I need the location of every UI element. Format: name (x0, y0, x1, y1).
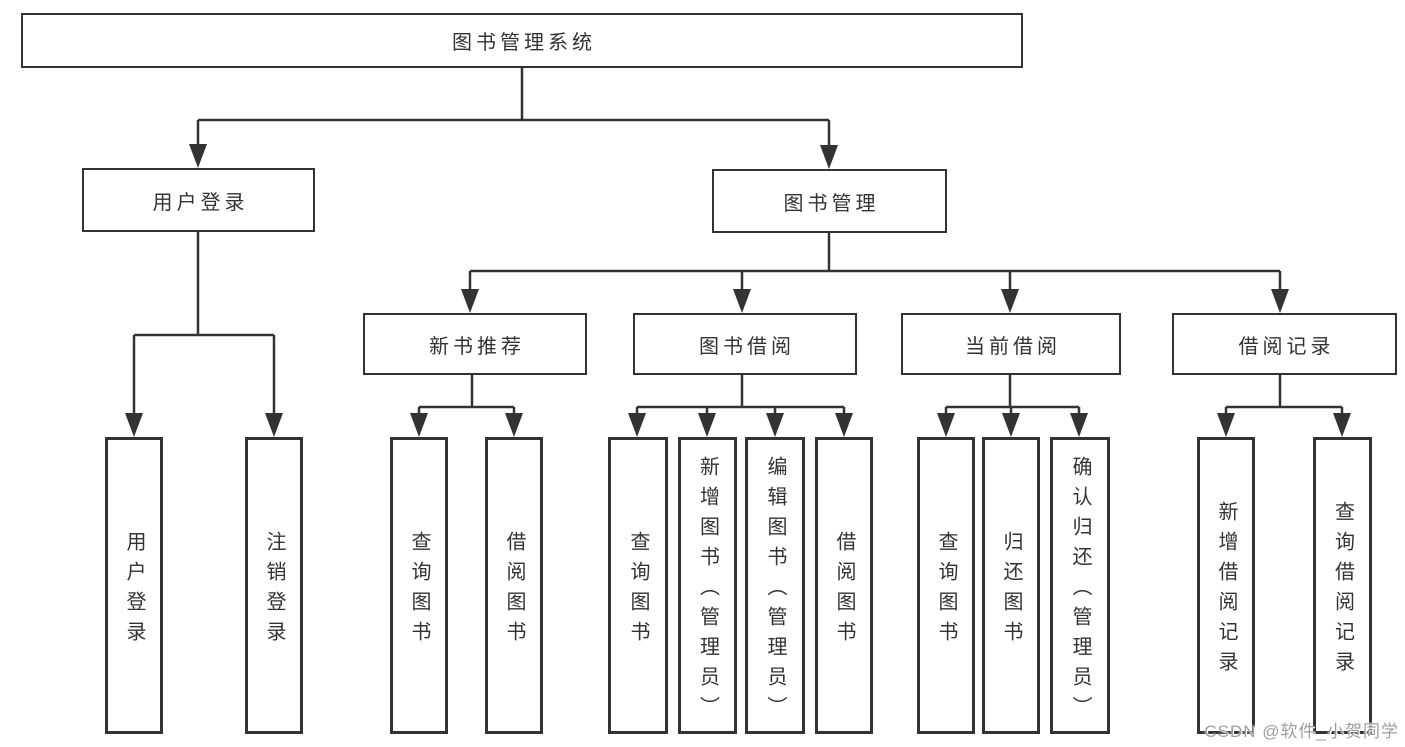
node-label: 查询图书 (627, 530, 649, 651)
node-label: 图书借阅 (699, 335, 795, 358)
node-borrow-book: 借阅图书 (815, 437, 873, 734)
node-query-borrow-record: 查询借阅记录 (1313, 437, 1372, 734)
node-confirm-return-admin: 确认归还（管理员） (1050, 437, 1110, 734)
node-label: 用户登录 (123, 530, 145, 651)
node-query-book-recommend: 查询图书 (390, 437, 448, 734)
node-book-borrowing: 图书借阅 (633, 313, 857, 375)
node-label: 用户登录 (152, 191, 249, 214)
connector-book-borrowing-to-leaves (628, 375, 853, 437)
node-book-management: 图书管理 (712, 169, 947, 233)
connector-book-management-to-level3 (461, 233, 1289, 313)
node-label: 新增图书（管理员） (696, 455, 719, 726)
node-label: 借阅图书 (503, 530, 525, 651)
node-new-book-recommend: 新书推荐 (363, 313, 587, 375)
node-add-borrow-record: 新增借阅记录 (1197, 437, 1255, 734)
node-edit-book-admin: 编辑图书（管理员） (745, 437, 805, 734)
node-current-borrowing: 当前借阅 (901, 313, 1121, 375)
node-user-login-action: 用户登录 (105, 437, 163, 734)
connector-user-login-to-leaves (125, 232, 283, 437)
node-label: 图书管理系统 (452, 32, 596, 54)
node-add-book-admin: 新增图书（管理员） (678, 437, 737, 734)
connector-current-borrowing-to-leaves (937, 375, 1088, 437)
node-label: 查询图书 (935, 530, 957, 651)
node-return-book: 归还图书 (982, 437, 1040, 734)
watermark: CSDN @软件_小贺同学 (1204, 722, 1399, 741)
node-label: 查询图书 (408, 530, 430, 651)
node-logout: 注销登录 (245, 437, 303, 734)
node-label: 编辑图书（管理员） (764, 455, 786, 726)
node-label: 借阅记录 (1238, 335, 1335, 358)
connector-new-book-recommend-to-leaves (410, 375, 523, 437)
node-label: 注销登录 (263, 530, 285, 651)
connector-root-to-level2 (189, 68, 838, 169)
node-label: 确认归还（管理员） (1069, 455, 1091, 726)
node-label: 新增借阅记录 (1215, 500, 1237, 681)
node-label: 查询借阅记录 (1331, 500, 1354, 681)
node-label: 归还图书 (1000, 530, 1022, 651)
node-label: 新书推荐 (429, 335, 525, 358)
node-label: 图书管理 (783, 192, 880, 215)
node-user-login: 用户登录 (82, 168, 315, 232)
node-label: 借阅图书 (833, 530, 855, 651)
node-borrow-book-recommend: 借阅图书 (485, 437, 543, 734)
node-query-book-borrowing: 查询图书 (608, 437, 668, 734)
node-root-system: 图书管理系统 (21, 13, 1023, 68)
node-query-book-current: 查询图书 (917, 437, 975, 734)
node-borrowing-records: 借阅记录 (1172, 313, 1397, 375)
node-label: 当前借阅 (965, 335, 1061, 358)
connector-borrowing-records-to-leaves (1217, 375, 1351, 437)
